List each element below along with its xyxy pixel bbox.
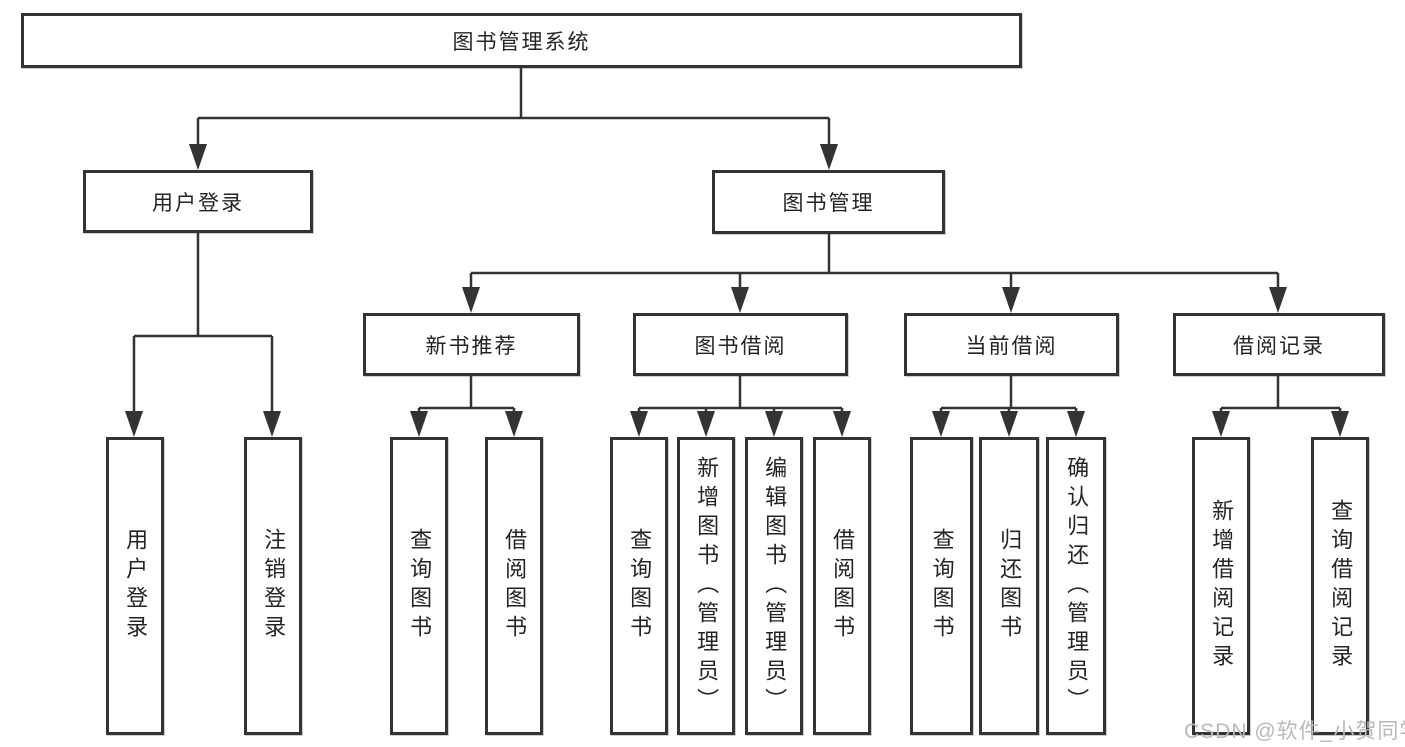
leaf-label: 查询借阅记录 [1328, 499, 1354, 673]
leaf-query-borrow-record: 查询借阅记录 [1311, 437, 1369, 735]
node-user-login: 用户登录 [83, 170, 313, 233]
node-label: 当前借阅 [965, 334, 1058, 358]
leaf-edit-book-admin: 编辑图书（管理员） [745, 437, 803, 735]
leaf-label: 新增借阅记录 [1209, 499, 1235, 673]
leaf-confirm-return-admin: 确认归还（管理员） [1046, 437, 1106, 735]
leaf-label: 查询图书 [929, 528, 955, 644]
leaf-label: 用户登录 [123, 528, 149, 644]
leaf-query-books-current: 查询图书 [910, 437, 973, 735]
node-borrowing-records: 借阅记录 [1173, 313, 1385, 376]
leaf-label: 查询图书 [627, 528, 653, 644]
csdn-watermark: CSDN @软件_小贺同学 [1184, 720, 1405, 743]
leaf-label: 借阅图书 [830, 528, 856, 644]
leaf-user-login: 用户登录 [106, 437, 164, 735]
node-new-book-recommendation: 新书推荐 [363, 313, 580, 376]
leaf-borrow-books-borrowing: 借阅图书 [813, 437, 871, 735]
leaf-label: 编辑图书（管理员） [762, 455, 788, 717]
leaf-query-books-recommend: 查询图书 [390, 437, 448, 735]
node-book-borrowing: 图书借阅 [633, 313, 848, 376]
leaf-label: 确认归还（管理员） [1064, 455, 1090, 717]
leaf-query-books-borrowing: 查询图书 [610, 437, 668, 735]
node-label: 图书管理系统 [452, 30, 591, 54]
leaf-add-book-admin: 新增图书（管理员） [677, 437, 735, 735]
leaf-label: 借阅图书 [502, 528, 528, 644]
leaf-label: 查询图书 [407, 528, 433, 644]
node-label: 借阅记录 [1233, 334, 1325, 358]
node-label: 用户登录 [152, 191, 244, 215]
node-label: 新书推荐 [425, 334, 518, 358]
node-library-management-system: 图书管理系统 [21, 13, 1022, 68]
node-book-management: 图书管理 [712, 170, 945, 234]
leaf-logout-login: 注销登录 [244, 437, 302, 735]
node-label: 图书借阅 [694, 334, 787, 358]
leaf-add-borrow-record: 新增借阅记录 [1192, 437, 1250, 735]
node-current-borrowing: 当前借阅 [904, 313, 1119, 376]
leaf-borrow-books-recommend: 借阅图书 [485, 437, 543, 735]
leaf-return-books: 归还图书 [979, 437, 1039, 735]
leaf-label: 新增图书（管理员） [694, 455, 720, 717]
leaf-label: 归还图书 [997, 528, 1023, 644]
leaf-label: 注销登录 [261, 528, 287, 644]
node-label: 图书管理 [782, 192, 875, 215]
